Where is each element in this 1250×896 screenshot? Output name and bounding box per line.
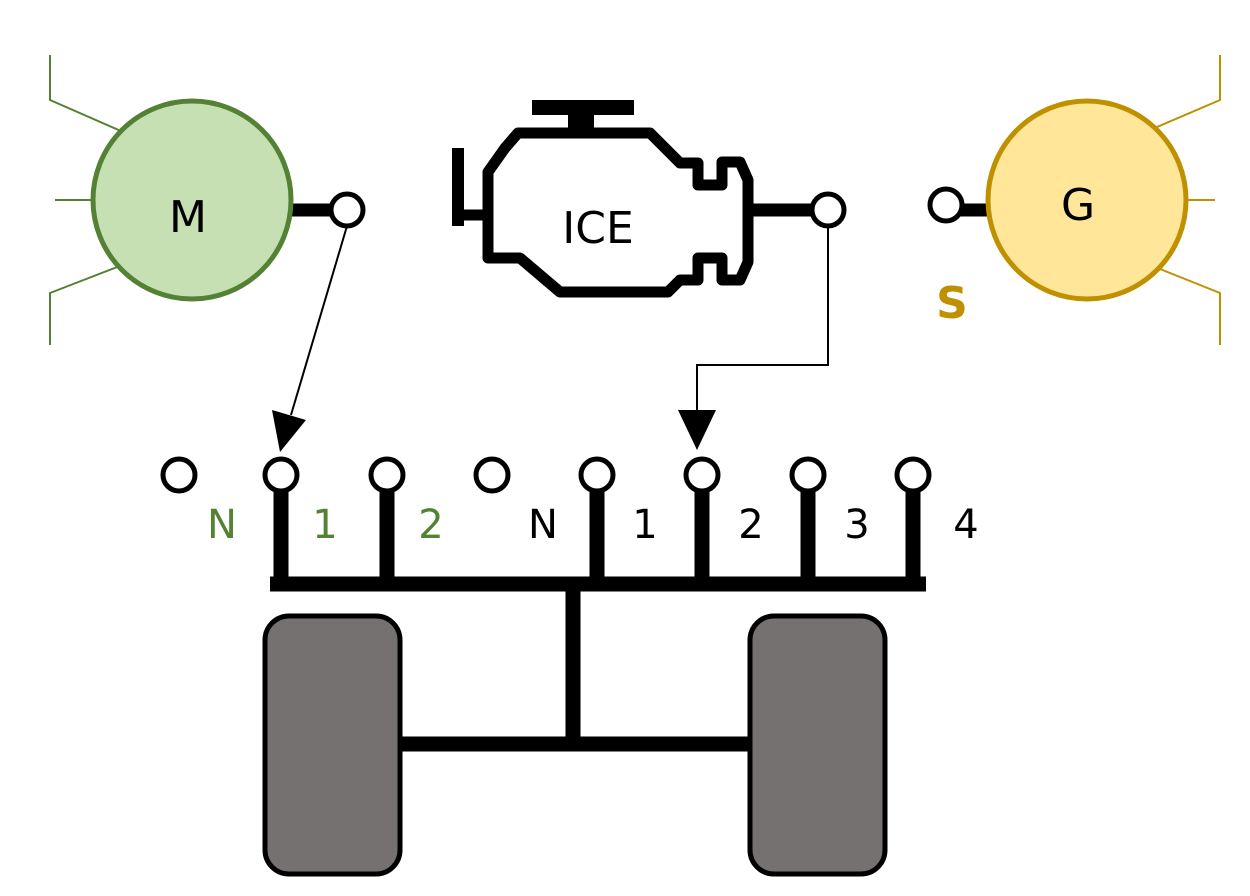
- motor-gear-n-node: [160, 456, 198, 494]
- left-wheel: [262, 613, 403, 877]
- motor-gear-label: 2: [418, 502, 443, 548]
- motor-output-node: [328, 191, 366, 229]
- motor-gear-2-node: [368, 456, 406, 494]
- engine-gear-3-node: [789, 456, 827, 494]
- generator-body: [985, 98, 1189, 302]
- motor-body: [90, 98, 294, 302]
- motor-arrow: [272, 225, 348, 452]
- engine: ICE: [452, 100, 847, 298]
- motor-wires: [49, 55, 131, 345]
- engine-gear-label: N: [528, 502, 558, 548]
- engine-label: ICE: [562, 203, 634, 254]
- generator-input-node: [927, 186, 965, 224]
- generator-tag: S: [936, 278, 968, 329]
- engine-gear-1-node: [578, 456, 616, 494]
- generator-label: G: [1061, 180, 1095, 231]
- engine-gear-2-node: [683, 456, 721, 494]
- right-wheel: [747, 613, 888, 877]
- engine-gear-4-node: [894, 456, 932, 494]
- engine-icon: [452, 100, 754, 298]
- motor: M: [49, 55, 366, 345]
- axle: [398, 584, 752, 752]
- motor-gear-label: N: [207, 502, 237, 548]
- engine-gear-label: 1: [632, 502, 657, 548]
- motor-gear-1-node: [262, 456, 300, 494]
- engine-gear-n-node: [473, 456, 511, 494]
- engine-gear-label: 2: [738, 502, 763, 548]
- motor-gear-label: 1: [312, 502, 337, 548]
- engine-gear-label: 4: [953, 502, 978, 548]
- engine-gear-label: 3: [844, 502, 869, 548]
- engine-arrow: [678, 226, 829, 450]
- gear-selector: N 1 2 N 1 2 3 4: [160, 456, 979, 592]
- generator-wires: [1149, 55, 1221, 345]
- motor-label: M: [169, 192, 207, 243]
- generator: G S: [927, 55, 1221, 345]
- engine-output-node: [809, 191, 847, 229]
